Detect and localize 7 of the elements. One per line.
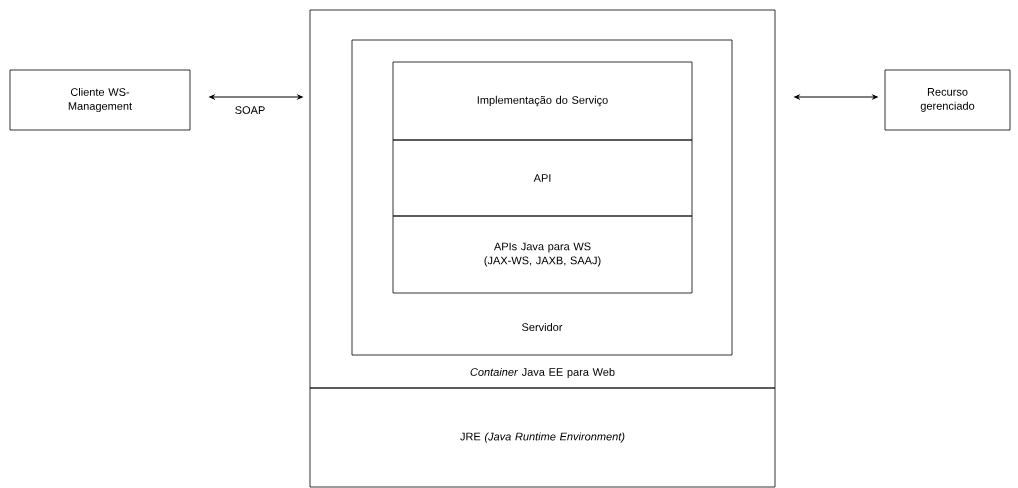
client-box: Cliente WS-Management xyxy=(9,69,191,131)
layer-box: API xyxy=(392,139,693,217)
edge-label: SOAP xyxy=(233,105,267,115)
layer-box: APIs Java para WS (JAX-WS, JAXB, SAAJ) xyxy=(392,215,693,294)
layer-box: Implementação do Serviço xyxy=(392,61,693,141)
resource-box: Recurso gerenciado xyxy=(884,69,1011,131)
runtime-box: JRE (Java Runtime Environment) xyxy=(309,387,776,488)
